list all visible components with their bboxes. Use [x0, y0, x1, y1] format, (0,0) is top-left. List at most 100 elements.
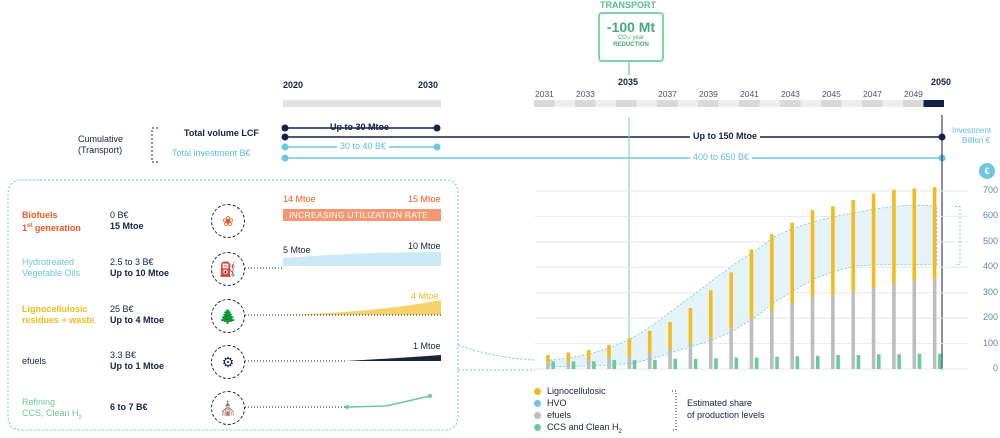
bar-efuels — [627, 356, 632, 369]
timeline-year-label: 2043 — [781, 89, 800, 99]
ligno-area — [283, 300, 441, 315]
bar-efuels — [729, 328, 733, 369]
legend-note-2: of production levels — [687, 410, 765, 420]
bar-efuels — [647, 353, 652, 369]
reduction-unit: CO₂/ year — [617, 35, 645, 41]
bar-ccs-clean-h2 — [734, 357, 739, 369]
bar-ccs-clean-h2 — [754, 357, 759, 369]
efuels-label: efuels — [22, 356, 47, 366]
timeline-block — [554, 100, 575, 107]
reduction-value: -100 Mt — [606, 19, 656, 35]
biofuels-label: Biofuels 1st generation — [22, 210, 81, 233]
legend-item-hvo: HVO — [534, 398, 567, 408]
bar-lignocellulosic — [810, 210, 815, 297]
bar-ccs-clean-h2 — [592, 361, 596, 369]
bar-ccs-clean-h2 — [571, 361, 576, 369]
bar-efuels — [790, 302, 794, 369]
bar-lignocellulosic — [668, 321, 672, 350]
bar-lignocellulosic — [892, 189, 896, 284]
timeline-block — [677, 100, 698, 107]
main-bar-chart — [535, 187, 968, 370]
timeline-block — [616, 100, 637, 107]
total-volume-label: Total volume LCF — [184, 128, 259, 138]
y-tick-label: 500 — [982, 235, 998, 246]
investment-axis-label: Investment — [952, 126, 992, 135]
year-2035-label: 2035 — [618, 77, 639, 87]
efuels-end-value: 1 Mtoe — [413, 341, 441, 351]
bar-ccs-clean-h2 — [876, 354, 881, 369]
timeline-2020-2030-bar — [283, 100, 441, 107]
y-tick-label: 100 — [982, 337, 998, 348]
euro-icon: € — [979, 163, 995, 179]
hvo-values: 2.5 to 3 B€Up to 10 Mtoe — [110, 257, 170, 278]
refinery-icon: ⛪ — [211, 391, 245, 425]
ligno-end-value: 4 Mtoe — [411, 291, 439, 301]
bar-efuels — [688, 343, 693, 369]
reduction-label: REDUCTION — [613, 42, 649, 48]
bar-ccs-clean-h2 — [612, 360, 617, 369]
biofuels-start-value: 14 Mtoe — [283, 194, 316, 204]
hvo-band — [549, 204, 938, 367]
cumulative-subtitle: (Transport) — [78, 145, 123, 155]
bar-ccs-clean-h2 — [795, 356, 800, 369]
hvo-area — [283, 252, 441, 266]
timeline-block — [821, 100, 842, 107]
timeline-year-label: 2031 — [535, 89, 554, 99]
bar-ccs-clean-h2 — [775, 356, 779, 369]
cumulative-title: Cumulative — [78, 134, 124, 144]
y-tick-label: 200 — [982, 312, 998, 323]
transport-reduction-box: -100 Mt CO₂/ year REDUCTION — [598, 12, 664, 62]
cumulative-lines — [281, 60, 946, 370]
bar-lignocellulosic — [749, 249, 754, 319]
timeline-block — [903, 100, 924, 107]
timeline-block — [739, 100, 760, 107]
timeline-block — [841, 100, 862, 107]
bar-lignocellulosic — [729, 272, 733, 329]
legend-item-ccs: CCS and Clean H2 — [534, 422, 622, 435]
year-2030-label: 2030 — [418, 80, 439, 90]
biofuels-banner-text: INCREASING UTILIZATION RATE — [289, 210, 429, 220]
bar-efuels — [851, 291, 856, 369]
timeline-block — [923, 100, 944, 107]
bar-efuels — [932, 278, 937, 369]
bar-efuels — [831, 295, 835, 369]
bar-efuels — [546, 362, 550, 369]
biofuels-values: 0 B€15 Mtoe — [110, 210, 144, 231]
hvo-band-bracket — [955, 205, 961, 266]
bar-lignocellulosic — [871, 193, 876, 288]
bar-lignocellulosic — [586, 349, 591, 361]
volume-2030-value: Up to 30 Mtoe — [330, 122, 390, 132]
bar-efuels — [607, 358, 611, 369]
legend-item-lignocellulosic: Lignocellulosic — [534, 386, 606, 396]
volume-2050-value: Up to 150 Mtoe — [690, 131, 761, 141]
biofuels-utilization-banner — [283, 209, 441, 221]
bar-lignocellulosic — [627, 338, 632, 357]
year-2050-label: 2050 — [931, 77, 952, 87]
timeline-year-label: 2037 — [658, 89, 677, 99]
bar-efuels — [892, 283, 896, 369]
bar-ccs-clean-h2 — [836, 355, 840, 369]
timeline-block — [800, 100, 821, 107]
transport-header: TRANSPORT — [600, 0, 656, 10]
timeline-2031-2050-bar — [534, 100, 944, 107]
investment-2050-value: 400 to 650 B€ — [690, 152, 753, 162]
tree-icon: ❀ — [211, 204, 245, 238]
bar-ccs-clean-h2 — [693, 358, 698, 369]
bar-lignocellulosic — [546, 355, 550, 363]
bar-efuels — [749, 318, 754, 369]
timeline-block — [759, 100, 780, 107]
timeline-year-label: 2045 — [822, 89, 841, 99]
legend-item-efuels: efuels — [534, 410, 571, 420]
bar-ccs-clean-h2 — [897, 354, 901, 369]
year-2020-label: 2020 — [283, 80, 304, 90]
efuels-area — [345, 355, 441, 361]
timeline-block — [534, 100, 555, 107]
biofuels-end-value: 15 Mtoe — [408, 194, 441, 204]
y-tick-label: 700 — [982, 185, 998, 195]
timeline-year-label: 2041 — [740, 89, 759, 99]
fuel-pump-icon: ⛽ — [211, 252, 245, 286]
investment-2030-value: 30 to 40 B€ — [337, 141, 390, 151]
timeline-block — [636, 100, 657, 107]
